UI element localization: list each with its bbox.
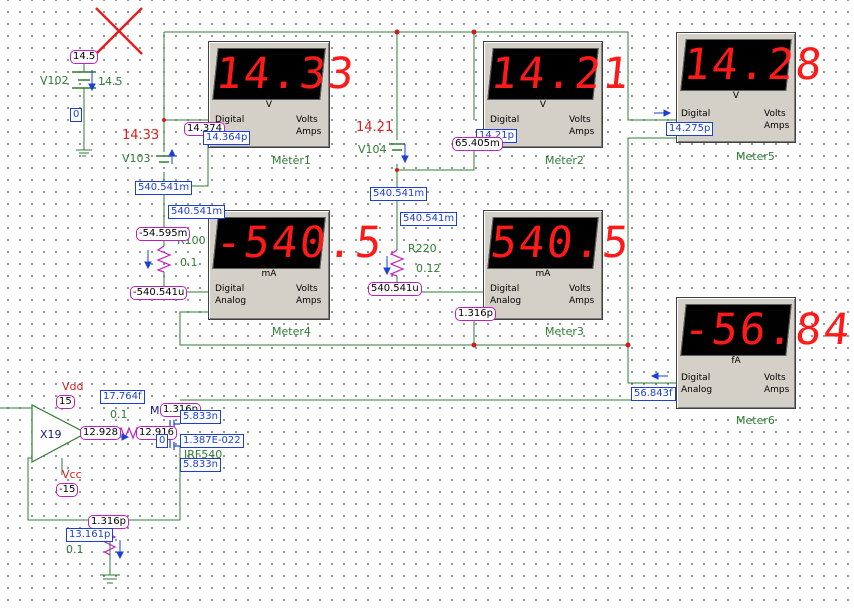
meter2-mode: Digital	[490, 115, 520, 125]
v104-voltage: 14.21	[356, 120, 394, 135]
meter2-amps: Amps	[569, 127, 595, 137]
meter1-mode: Digital	[215, 115, 245, 125]
tag-540-541u[interactable]: 540.541u	[368, 282, 422, 296]
meter3-amps: Amps	[569, 296, 595, 306]
meter1-panel[interactable]: 14.33 V Digital Volts Amps	[208, 41, 359, 148]
meter6-panel[interactable]: -56.84 fA Digital Analog Volts Amps	[676, 297, 854, 409]
tag-1-316p-c[interactable]: 1.316p	[88, 515, 129, 529]
meter4-amps: Amps	[296, 296, 322, 306]
meter5-mode: Digital	[681, 109, 711, 119]
meter6-mode-digital: Digital	[681, 373, 711, 383]
v102-value: 14.5	[98, 75, 123, 88]
vdd-label: Vdd	[62, 380, 84, 393]
r-fb-value: 0.1	[66, 543, 84, 556]
meter3-display: 540.5	[487, 217, 634, 269]
v103-label: V103	[122, 152, 151, 165]
meter3-unit: mA	[535, 269, 551, 279]
vcc-tag[interactable]: -15	[56, 483, 79, 497]
meter4-panel[interactable]: -540.5 mA Digital Analog Volts Amps	[208, 210, 386, 320]
meter1-volts: Volts	[296, 115, 318, 125]
meter3-mode-analog: Analog	[490, 296, 522, 306]
tag-1-387e-022[interactable]: 1.387E-022	[180, 434, 244, 448]
tag-14-275p[interactable]: 14.275p	[666, 122, 714, 136]
meter5-amps: Amps	[764, 121, 790, 131]
tag-12-928[interactable]: 12.928	[80, 426, 121, 440]
meter1-name: Meter1	[272, 154, 311, 167]
tag-540-541m-d[interactable]: 540.541m	[400, 212, 458, 226]
meter2-display: 14.21	[487, 48, 634, 100]
meter6-volts: Volts	[764, 373, 786, 383]
tag-540-541m-a[interactable]: 540.541m	[135, 181, 193, 195]
meter3-mode-digital: Digital	[490, 284, 520, 294]
meter6-unit: fA	[731, 356, 741, 366]
meter4-mode-digital: Digital	[215, 284, 245, 294]
r220-label: R220	[408, 242, 437, 255]
fet-part: IRF540	[184, 448, 223, 461]
meter5-name: Meter5	[736, 150, 775, 163]
meter1-amps: Amps	[296, 127, 322, 137]
meter6-mode-analog: Analog	[681, 385, 713, 395]
vcc-label: Vcc	[62, 468, 82, 481]
meter5-display: 14.28	[680, 39, 827, 91]
meter5-unit: V	[732, 91, 740, 101]
v103-voltage: 14.33	[122, 128, 160, 143]
meter6-amps: Amps	[764, 385, 790, 395]
tag-neg-54-595m[interactable]: -54.595m	[136, 227, 191, 241]
tag-1-316p-a[interactable]: 1.316p	[455, 307, 496, 321]
tag-17-764f[interactable]: 17.764f	[100, 390, 145, 404]
r220-value: 0.12	[416, 262, 441, 275]
vdd-tag[interactable]: 15	[56, 395, 75, 409]
v102-node-tag[interactable]: 14.5	[70, 50, 99, 64]
meter4-display: -540.5	[212, 217, 386, 269]
v102-label: V102	[40, 74, 69, 87]
meter1-unit: V	[265, 100, 273, 110]
tag-540-541m-c[interactable]: 540.541m	[370, 187, 428, 201]
tag-540-541m-b[interactable]: 540.541m	[168, 205, 226, 219]
v104-label: V104	[358, 143, 387, 156]
meter5-volts: Volts	[764, 109, 786, 119]
tag-neg-540-541u[interactable]: -540.541u	[130, 286, 188, 300]
tag-0[interactable]: 0	[156, 434, 169, 448]
tag-5-833n-a[interactable]: 5.833n	[180, 410, 221, 424]
meter4-name: Meter4	[272, 325, 311, 338]
r-out-value: 0.1	[110, 408, 128, 421]
tag-13-161p[interactable]: 13.161p	[66, 528, 114, 542]
r100-value: 0.1	[180, 256, 198, 269]
meter2-name: Meter2	[545, 154, 584, 167]
tag-56-843f[interactable]: 56.843f	[631, 387, 676, 401]
tag-14-364p[interactable]: 14.364p	[203, 131, 251, 145]
meter6-display: -56.84	[680, 304, 854, 356]
fet-label: M	[150, 404, 160, 417]
meter4-mode-analog: Analog	[215, 296, 247, 306]
meter6-name: Meter6	[736, 414, 775, 427]
meter2-volts: Volts	[569, 115, 591, 125]
meter1-display: 14.33	[212, 48, 359, 100]
tag-5-833n-b[interactable]: 5.833n	[180, 458, 221, 472]
meter3-name: Meter3	[545, 325, 584, 338]
meter4-unit: mA	[261, 269, 277, 279]
meter2-unit: V	[539, 100, 547, 110]
meter4-volts: Volts	[296, 284, 318, 294]
tag-65-405m[interactable]: 65.405m	[452, 137, 503, 151]
v102-zero-tag[interactable]: 0	[70, 108, 83, 122]
x19-label: X19	[40, 428, 62, 441]
meter3-panel[interactable]: 540.5 mA Digital Analog Volts Amps	[483, 210, 634, 320]
meter3-volts: Volts	[569, 284, 591, 294]
